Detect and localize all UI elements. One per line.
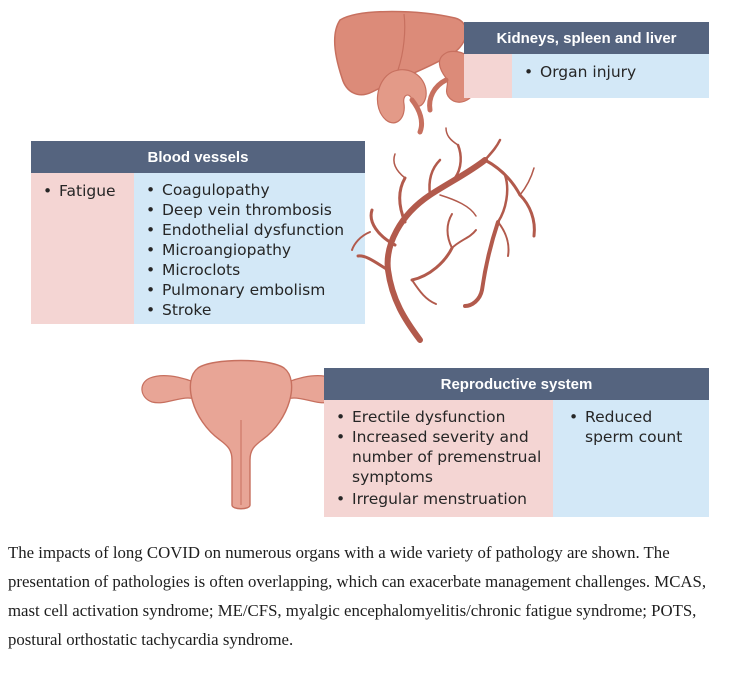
organs-blue-cell: Organ injury — [512, 54, 709, 98]
reproductive-panel-title: Reproductive system — [324, 368, 709, 400]
vessels-blue-item: Microclots — [144, 260, 365, 280]
reproductive-pink-item: Increased severity and number of premens… — [334, 427, 545, 487]
organs-pink-cell — [464, 54, 512, 98]
vessels-blue-item: Pulmonary embolism — [144, 280, 365, 300]
organs-panel-title: Kidneys, spleen and liver — [464, 22, 709, 54]
vessels-pink-item: Fatigue — [41, 181, 134, 201]
reproductive-blue-cell: Reduced sperm count — [553, 400, 709, 517]
vessels-blue-cell: Coagulopathy Deep vein thrombosis Endoth… — [134, 173, 365, 324]
reproductive-pink-item: Erectile dysfunction — [334, 407, 545, 427]
reproductive-blue-item: Reduced sperm count — [567, 407, 701, 447]
vessels-panel-title: Blood vessels — [31, 141, 365, 173]
vessels-blue-item: Coagulopathy — [144, 180, 365, 200]
reproductive-pink-item: Irregular menstruation — [334, 489, 545, 509]
vessels-blue-item: Microangiopathy — [144, 240, 365, 260]
organs-blue-item: Organ injury — [522, 62, 709, 82]
vessels-pink-cell: Fatigue — [31, 173, 134, 324]
reproductive-pink-cell: Erectile dysfunction Increased severity … — [324, 400, 553, 517]
vessels-blue-item: Stroke — [144, 300, 365, 320]
vessels-blue-item: Deep vein thrombosis — [144, 200, 365, 220]
vessels-blue-item: Endothelial dysfunction — [144, 220, 365, 240]
figure-caption: The impacts of long COVID on numerous or… — [8, 543, 707, 649]
